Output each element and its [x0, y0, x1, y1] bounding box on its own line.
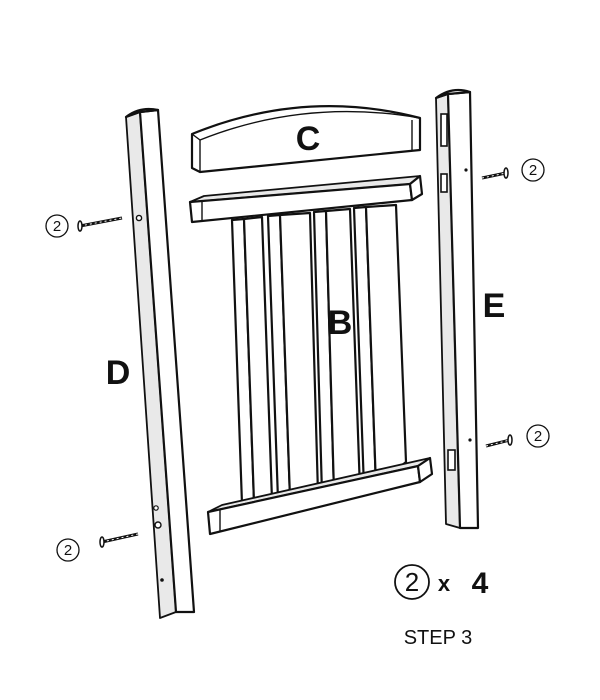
screw-e-lower [485, 434, 513, 448]
quantity-count: 4 [472, 567, 489, 600]
screw-d-lower [99, 532, 139, 548]
top-rail-c [190, 105, 422, 174]
screw-callout-3: 2 [526, 424, 550, 448]
screw-callout-1-number: 2 [53, 218, 61, 235]
part-label-e: E [483, 287, 506, 325]
part-label-b: B [328, 304, 353, 342]
screw-callout-4-number: 2 [64, 542, 72, 559]
quantity-item-number: 2 [405, 567, 419, 597]
part-label-c: C [296, 120, 321, 158]
screw-callout-2: 2 [521, 158, 545, 182]
screw-d-upper [77, 216, 123, 232]
screw-callout-2-number: 2 [529, 162, 537, 179]
quantity-legend: 2 x 4 [394, 564, 489, 600]
panel-b [188, 174, 434, 536]
screw-callout-4: 2 [56, 538, 80, 562]
part-label-d: D [106, 354, 131, 392]
quantity-times: x [438, 571, 451, 596]
screw-e-upper [481, 167, 509, 180]
post-d [124, 107, 196, 619]
screw-callout-1: 2 [45, 214, 69, 238]
screw-callout-3-number: 2 [534, 428, 542, 445]
post-e [434, 88, 480, 530]
step-label: STEP 3 [404, 627, 473, 649]
